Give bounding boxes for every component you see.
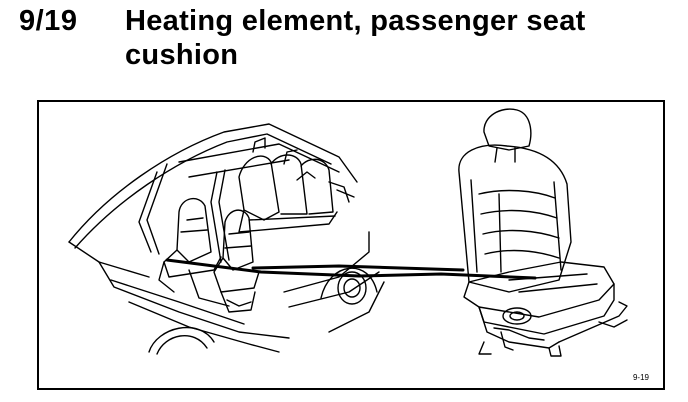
- seat-illustration: [68, 108, 628, 357]
- figure-frame: 9-19: [37, 100, 665, 390]
- section-title-line-2: cushion: [125, 39, 239, 71]
- figure-code: 9-19: [632, 373, 649, 382]
- vehicle-cutaway-drawing: [68, 123, 385, 355]
- passenger-seat-drawing: [458, 108, 628, 357]
- section-heading: 9/19 Heating element, passenger seat cus…: [19, 4, 679, 74]
- front-seats-drawing: [158, 197, 260, 313]
- section-title-line-1: Heating element, passenger seat: [125, 5, 586, 37]
- rear-seat-drawing: [238, 137, 355, 233]
- section-title: Heating element, passenger seat cushion: [125, 4, 645, 72]
- section-number: 9/19: [19, 5, 78, 37]
- leader-lines: [165, 258, 537, 280]
